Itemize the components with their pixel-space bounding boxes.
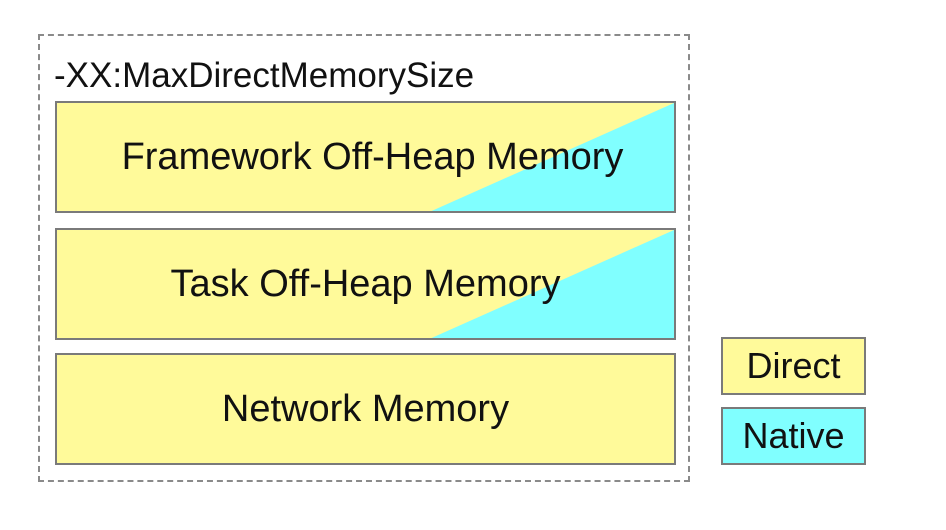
- network-memory-label: Network Memory: [221, 387, 510, 430]
- native-region: [431, 103, 674, 211]
- legend-direct: Direct: [721, 337, 866, 395]
- framework-off-heap-memory-label: Framework Off-Heap Memory: [121, 135, 624, 178]
- framework-off-heap-memory-box: Framework Off-Heap Memory: [55, 101, 676, 213]
- frame-title: -XX:MaxDirectMemorySize: [54, 56, 475, 95]
- max-direct-memory-frame: [38, 34, 690, 482]
- legend-direct-label: Direct: [746, 345, 841, 386]
- legend-native: Native: [721, 407, 866, 465]
- task-off-heap-memory-box: Task Off-Heap Memory: [55, 228, 676, 340]
- task-off-heap-memory-label: Task Off-Heap Memory: [170, 262, 561, 305]
- native-region: [431, 230, 674, 338]
- network-memory-box: Network Memory: [55, 353, 676, 465]
- legend-native-label: Native: [742, 415, 845, 456]
